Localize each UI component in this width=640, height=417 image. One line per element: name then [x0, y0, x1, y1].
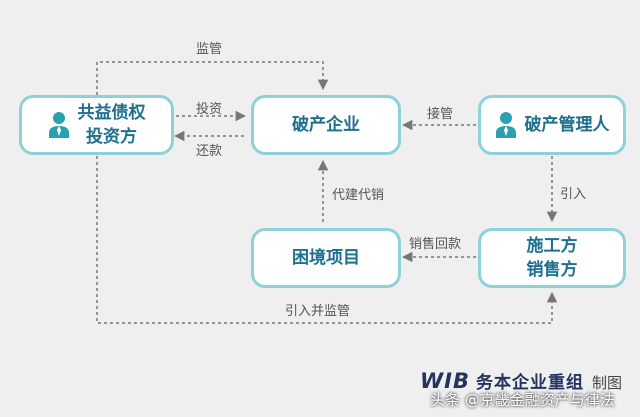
node-distressed-project: 困境项目 — [251, 228, 401, 288]
label-repay: 还款 — [196, 144, 223, 159]
made-by-label: 制图 — [591, 374, 622, 392]
node-investor: 共益债权 投资方 — [19, 95, 174, 155]
label-agent-build-sell: 代建代销 — [332, 188, 385, 203]
edge-supervise — [96, 61, 329, 95]
bankrupt-company-label: 破产企业 — [292, 115, 360, 135]
distressed-project-label: 困境项目 — [292, 248, 360, 268]
label-sales-return: 销售回款 — [409, 237, 462, 252]
investor-label-line1: 共益债权 — [77, 103, 146, 123]
label-introduce: 引入 — [560, 187, 587, 202]
administrator-label: 破产管理人 — [524, 115, 610, 135]
node-builder-seller: 施工方 销售方 — [478, 228, 626, 288]
person-icon — [48, 112, 69, 138]
label-takeover: 接管 — [427, 107, 454, 122]
builder-seller-label-line1: 施工方 — [526, 236, 578, 256]
node-administrator: 破产管理人 — [478, 95, 626, 155]
edge-introduce-and-supervise — [96, 156, 558, 324]
person-icon — [495, 112, 516, 138]
investor-label-line2: 投资方 — [86, 127, 137, 147]
watermark: 头条 @京畿金融资产与律法 — [430, 391, 615, 409]
builder-seller-label-line2: 销售方 — [526, 260, 578, 280]
label-invest: 投资 — [196, 102, 223, 117]
label-introduce-and-supervise: 引入并监管 — [285, 304, 351, 319]
node-bankrupt-company: 破产企业 — [251, 95, 401, 155]
label-supervise: 监管 — [196, 42, 223, 57]
brand-name: 务本企业重组 — [475, 373, 584, 393]
brand-mark: WIB — [420, 369, 470, 393]
